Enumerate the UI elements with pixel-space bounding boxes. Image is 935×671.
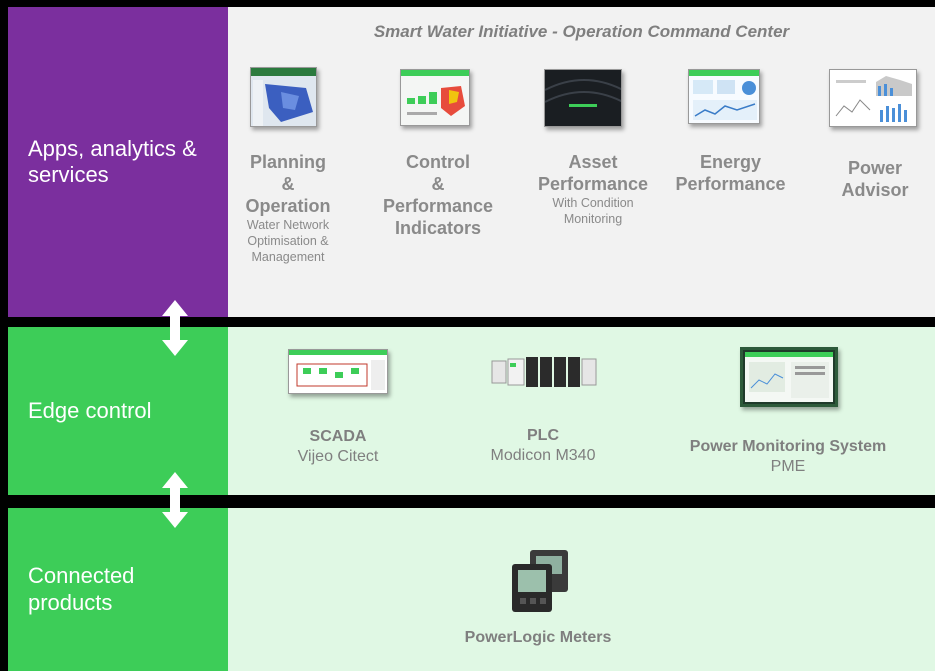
product-item-powerlogic: PowerLogic Meters: [418, 628, 658, 648]
pme-screen-image: [745, 352, 833, 402]
app-heading-line: Performance: [675, 174, 786, 194]
edge-item-plc: PLC Modicon M340: [468, 426, 618, 466]
energy-dashboard-image: [689, 70, 759, 120]
connected-products-layer: Connected products PowerLogic Meters: [8, 508, 935, 671]
command-center-title: Smart Water Initiative - Operation Comma…: [373, 22, 790, 41]
edge-control-layer: Edge control: [8, 327, 935, 495]
edge-item-scada: SCADA Vijeo Citect: [268, 427, 408, 467]
app-heading-line: Power: [847, 158, 903, 178]
advisor-thumbnail: [829, 69, 917, 127]
plc-image: [490, 353, 608, 393]
apps-layer-label: Apps, analytics & services: [8, 7, 228, 317]
app-planning-operation: Planning & Operation Water Network Optim…: [233, 151, 343, 265]
connected-products-label: Connected products: [8, 508, 228, 671]
double-arrow-icon: [162, 300, 188, 356]
asset-performance-image: [545, 79, 621, 107]
products-label-line: products: [28, 589, 113, 615]
app-heading-line: Indicators: [394, 218, 482, 238]
app-heading-line: Operation: [245, 196, 331, 216]
app-asset-performance: Asset Performance With Condition Monitor…: [518, 151, 668, 227]
app-heading-line: &: [431, 174, 445, 194]
energy-thumbnail: [688, 69, 760, 124]
product-item-name: PowerLogic Meters: [464, 629, 612, 646]
app-heading-line: Energy: [699, 152, 762, 172]
app-subtext-line: Water Network: [246, 218, 330, 232]
pme-thumbnail: [740, 347, 838, 407]
scada-screen-image: [289, 350, 387, 390]
app-subtext-line: With Condition: [552, 196, 634, 210]
edge-item-detail: Vijeo Citect: [297, 448, 379, 465]
powerlogic-meter-image: [508, 546, 578, 616]
app-power-advisor: Power Advisor: [820, 157, 930, 201]
app-subtext-line: Monitoring: [563, 212, 623, 226]
plc-module-rack: [491, 357, 597, 387]
scada-thumbnail: [288, 349, 388, 394]
app-heading-line: Asset: [568, 152, 618, 172]
app-heading-line: &: [281, 174, 295, 194]
products-label-line: Connected: [28, 563, 135, 589]
app-control-performance-indicators: Control & Performance Indicators: [368, 151, 508, 239]
asset-thumbnail: [544, 69, 622, 127]
connected-products-content: PowerLogic Meters: [228, 508, 935, 671]
network-map-image: [251, 68, 316, 126]
edge-control-content: SCADA Vijeo Citect PLC Modicon M340 Powe…: [228, 327, 935, 495]
app-heading-line: Planning: [250, 152, 326, 172]
app-energy-performance: Energy Performance: [668, 151, 793, 195]
edge-item-detail: Modicon M340: [490, 447, 596, 464]
edge-item-name: Power Monitoring System: [689, 438, 887, 455]
app-heading-line: Advisor: [841, 180, 909, 200]
performance-dashboard-image: [401, 70, 469, 116]
double-arrow-icon: [162, 472, 188, 528]
edge-control-label: Edge control: [8, 327, 228, 495]
edge-item-name: PLC: [527, 427, 559, 444]
planning-thumbnail: [250, 67, 317, 127]
apps-layer-content: Smart Water Initiative - Operation Comma…: [228, 7, 935, 317]
edge-item-detail: PME: [770, 458, 806, 475]
app-heading-line: Performance: [382, 196, 494, 216]
meter-device-icon: [512, 550, 568, 612]
app-subtext-line: Management: [251, 250, 325, 264]
edge-item-pme: Power Monitoring System PME: [648, 437, 928, 477]
control-thumbnail: [400, 69, 470, 126]
app-heading-line: Control: [406, 152, 470, 172]
app-subtext-line: Optimisation &: [247, 234, 329, 248]
apps-layer: Apps, analytics & services Smart Water I…: [8, 7, 935, 317]
power-advisor-image: [835, 76, 912, 122]
app-heading-line: Performance: [537, 174, 649, 194]
edge-item-name: SCADA: [309, 428, 367, 445]
